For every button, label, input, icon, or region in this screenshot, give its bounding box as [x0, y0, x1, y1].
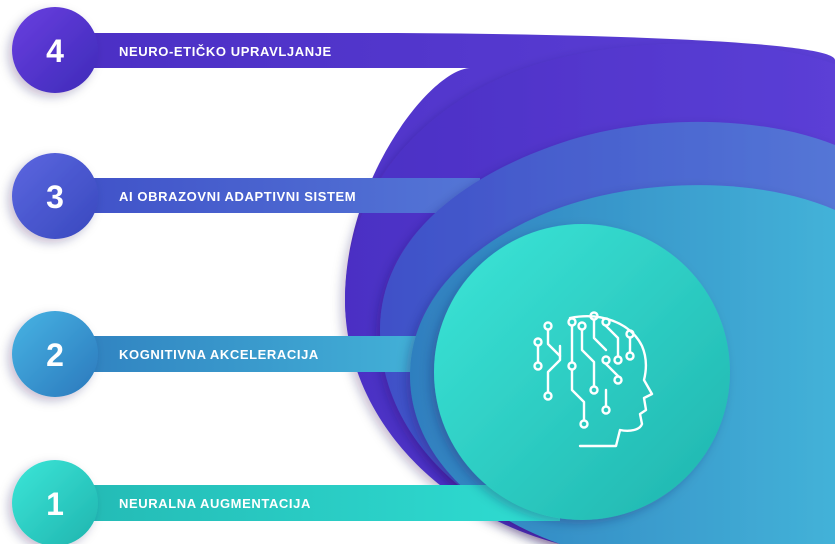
label-3: AI OBRAZOVNI ADAPTIVNI SISTEM [119, 189, 356, 204]
ai-brain-head-icon [533, 311, 654, 448]
layer-1-core [434, 224, 730, 520]
number-badge-3: 3 [12, 153, 98, 239]
layer-1 [55, 224, 730, 521]
number-badge-4: 4 [12, 7, 98, 93]
number-badge-2: 2 [12, 311, 98, 397]
number-1: 1 [46, 486, 64, 522]
layer-3-band [55, 178, 480, 213]
layer-2-band [55, 336, 430, 372]
number-3: 3 [46, 179, 64, 215]
number-badge-1: 1 [12, 460, 98, 544]
layer-1-band [55, 485, 560, 521]
number-4: 4 [46, 33, 64, 69]
label-4: NEURO-ETIČKO UPRAVLJANJE [119, 44, 332, 59]
number-2: 2 [46, 337, 64, 373]
label-1: NEURALNA AUGMENTACIJA [119, 496, 311, 511]
label-2: KOGNITIVNA AKCELERACIJA [119, 347, 319, 362]
